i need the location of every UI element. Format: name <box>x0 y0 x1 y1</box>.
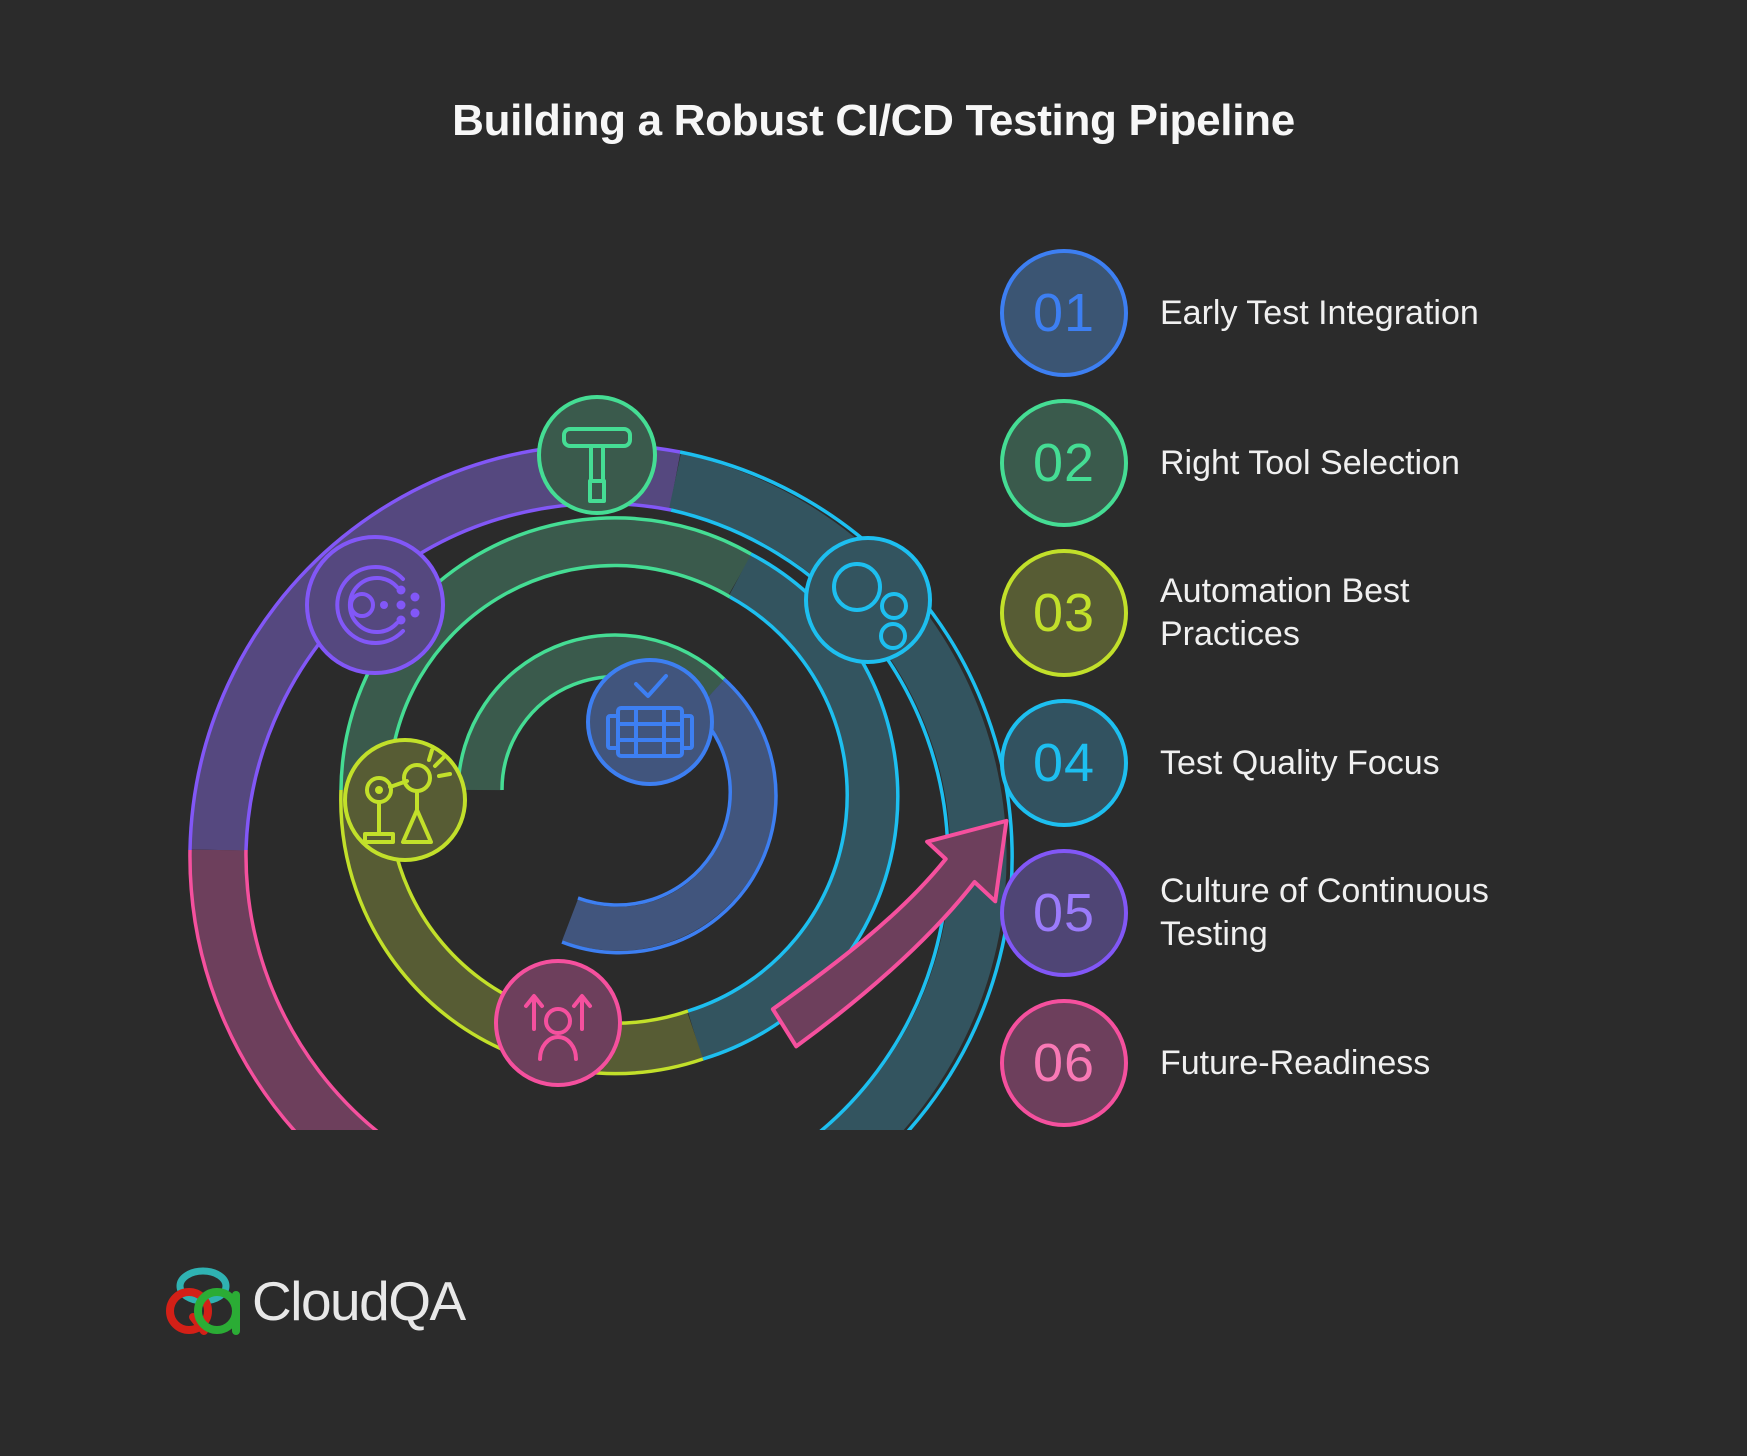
legend-badge-3: 03 <box>1000 549 1128 677</box>
node-settings-hub <box>305 535 445 675</box>
legend-item-3[interactable]: 03 Automation Best Practices <box>1000 538 1660 688</box>
node-server-check <box>586 658 714 786</box>
arc-segment-lime <box>340 789 703 1073</box>
page-title: Building a Robust CI/CD Testing Pipeline <box>452 96 1295 145</box>
legend-item-4[interactable]: 04 Test Quality Focus <box>1000 688 1660 838</box>
legend-label-6: Future-Readiness <box>1160 1043 1431 1082</box>
node-person-growth <box>494 959 622 1087</box>
legend-badge-6: 06 <box>1000 999 1128 1127</box>
cloudqa-logo-text: CloudQA <box>252 1270 466 1332</box>
server-check-icon <box>606 674 694 758</box>
legend-badge-2: 02 <box>1000 399 1128 527</box>
person-growth-icon <box>524 994 592 1061</box>
arc-segment-inner-blue <box>562 678 775 951</box>
legend-item-5[interactable]: 05 Culture of Continuous Testing <box>1000 838 1660 988</box>
node-hammer-tool <box>537 395 657 515</box>
logo-a-green <box>194 1288 240 1335</box>
growth-arrow <box>770 818 1009 1049</box>
spiral-diagram <box>150 230 1150 1130</box>
legend-label-4: Test Quality Focus <box>1160 743 1440 782</box>
legend-item-6[interactable]: 06 Future-Readiness <box>1000 988 1660 1138</box>
legend-badge-5: 05 <box>1000 849 1128 977</box>
legend-item-1[interactable]: 01 Early Test Integration <box>1000 238 1660 388</box>
cloudqa-logo[interactable]: CloudQA <box>160 1265 466 1337</box>
legend-label-5: Culture of Continuous Testing <box>1160 872 1489 953</box>
arc-segment-pink <box>189 849 376 1130</box>
legend-label-1: Early Test Integration <box>1160 293 1479 332</box>
legend-label-2: Right Tool Selection <box>1160 443 1460 482</box>
node-bubbles <box>804 536 932 664</box>
legend-list: 01 Early Test Integration 02 Right Tool … <box>1000 238 1660 1138</box>
middle-ring-group <box>340 517 897 1073</box>
legend-badge-4: 04 <box>1000 699 1128 827</box>
legend-label-3: Automation Best Practices <box>1160 572 1410 653</box>
arc-segment-teal <box>687 553 897 1058</box>
node-robot-arm <box>343 738 467 862</box>
legend-item-2[interactable]: 02 Right Tool Selection <box>1000 388 1660 538</box>
robot-arm-icon <box>363 748 452 844</box>
legend-badge-1: 01 <box>1000 249 1128 377</box>
cloudqa-logo-mark <box>166 1267 240 1335</box>
arc-segment-green <box>341 517 752 791</box>
bubbles-icon <box>832 562 908 650</box>
settings-hub-icon <box>335 565 420 645</box>
hammer-tool-icon <box>562 427 632 503</box>
